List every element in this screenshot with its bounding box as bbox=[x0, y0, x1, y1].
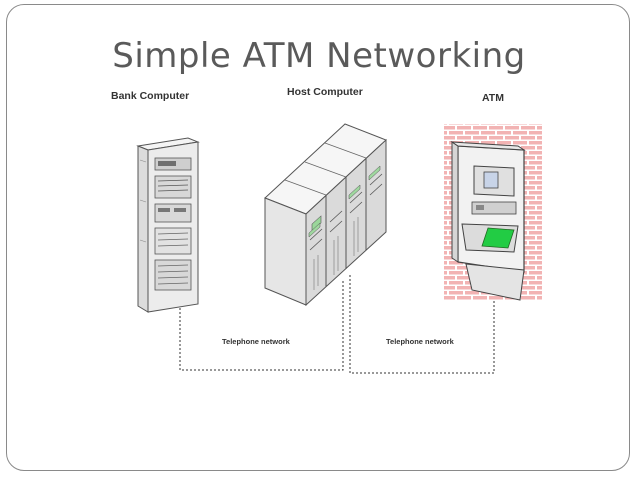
host-to-atm-line bbox=[349, 275, 495, 374]
bank-computer-label: Bank Computer bbox=[111, 90, 190, 102]
bank-computer-icon bbox=[136, 137, 200, 313]
slide-title: Simple ATM Networking bbox=[112, 36, 526, 76]
bank-to-host-line bbox=[179, 280, 344, 371]
telephone-network-right-label: Telephone network bbox=[386, 337, 454, 346]
atm-icon bbox=[444, 124, 542, 301]
host-computer-icon bbox=[264, 123, 387, 307]
telephone-network-lines bbox=[179, 275, 495, 374]
atm-label: ATM bbox=[482, 92, 504, 104]
telephone-network-left-label: Telephone network bbox=[222, 337, 290, 346]
host-computer-label: Host Computer bbox=[287, 86, 363, 98]
